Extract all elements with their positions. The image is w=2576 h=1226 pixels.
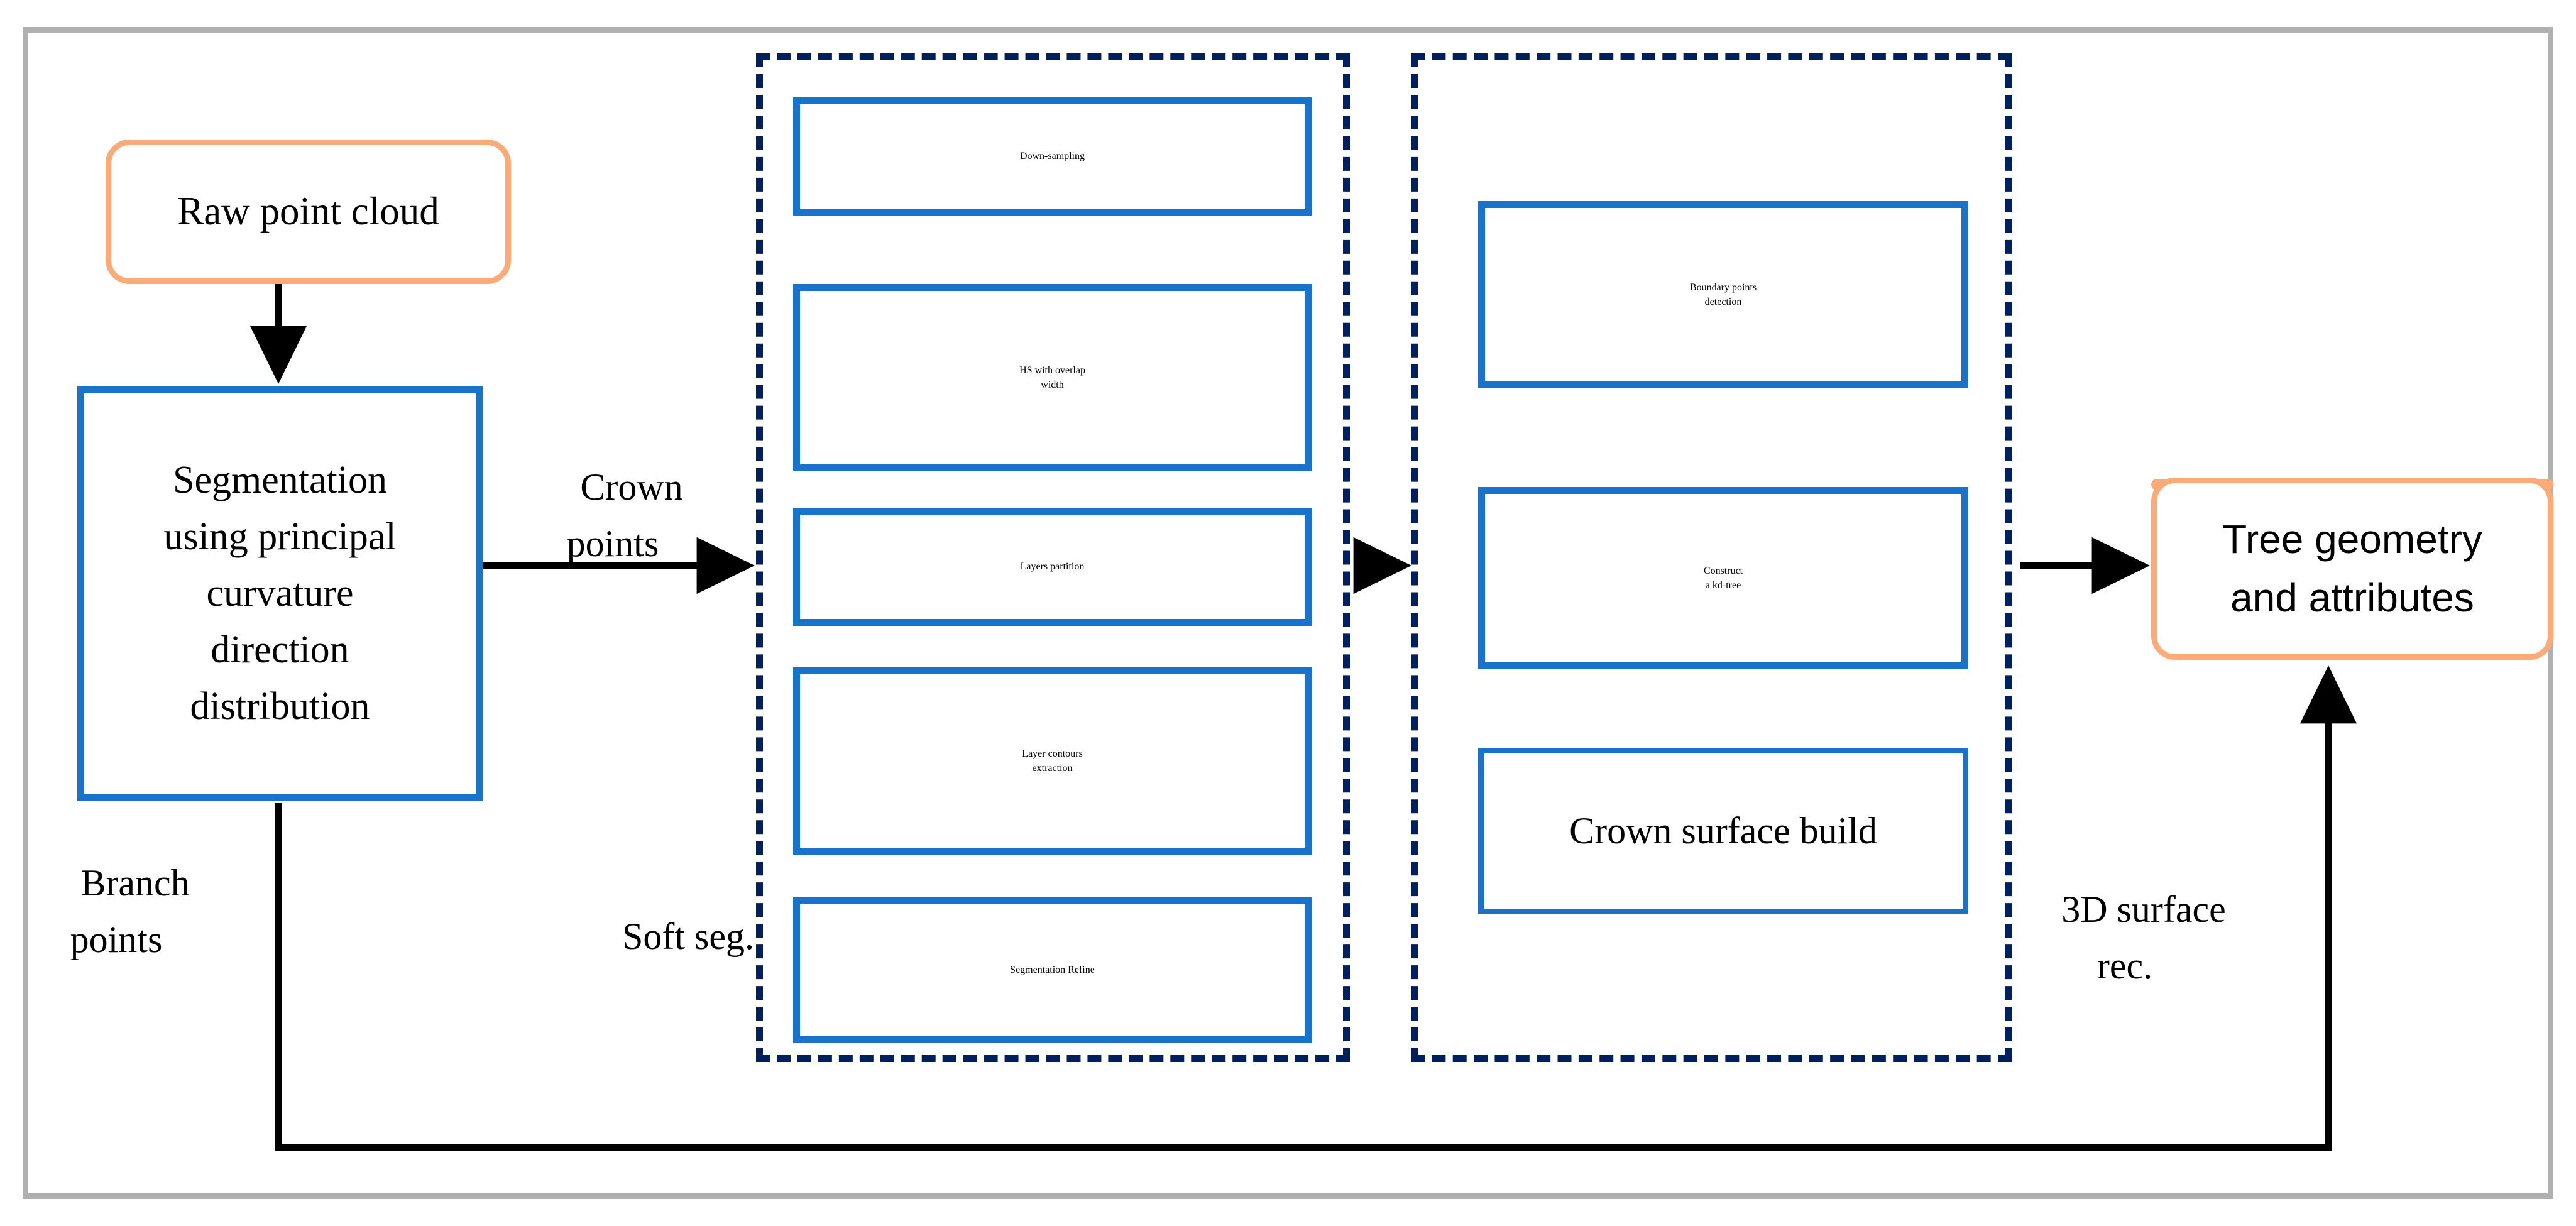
node-segmentation-principal-curvature[interactable]: Segmentation using principal curvature d… [77, 386, 483, 801]
step-construct-a-kd-tree-label: Construct a kd-tree [1703, 565, 1743, 591]
edge-label-crown-points-text: Crown points [566, 466, 683, 564]
node-raw-point-cloud[interactable]: Raw point cloud [106, 140, 511, 284]
edge-label-soft-seg: Soft seg. [553, 851, 754, 1021]
edge-label-branch-points-text: Branch points [70, 862, 190, 960]
step-down-sampling-label: Down-sampling [1019, 151, 1085, 162]
node-output-tree-geometry[interactable]: Tree geometry and attributes [2151, 478, 2553, 660]
step-boundary-points-detection-label: Boundary points detection [1689, 282, 1757, 307]
step-construct-a-kd-tree[interactable]: Construct a kd-tree [1478, 487, 1968, 669]
step-layer-contours-extraction-label: Layer contours extraction [1022, 748, 1083, 774]
node-segmentation-label: Segmentation using principal curvature d… [163, 459, 397, 728]
edge-label-3d-surface-rec: 3D surface rec. [2021, 824, 2228, 1051]
edge-label-branch-points: Branch points [13, 798, 220, 1024]
step-crown-surface-build-label: Crown surface build [1569, 810, 1877, 851]
step-segmentation-refine[interactable]: Segmentation Refine [793, 897, 1312, 1043]
step-crown-surface-build[interactable]: Crown surface build [1478, 748, 1968, 914]
edge-label-crown-points: Crown points [509, 402, 716, 628]
step-down-sampling[interactable]: Down-sampling [793, 97, 1312, 216]
edge-label-3d-surface-rec-text: 3D surface rec. [2061, 889, 2226, 987]
step-boundary-points-detection[interactable]: Boundary points detection [1478, 201, 1968, 388]
step-hs-with-overlap-width[interactable]: HS with overlap width [793, 284, 1312, 471]
step-hs-with-overlap-width-label: HS with overlap width [1019, 364, 1085, 390]
edge-label-soft-seg-text: Soft seg. [622, 916, 754, 957]
step-layers-partition-label: Layers partition [1020, 561, 1085, 572]
node-output-tree-geometry-label: Tree geometry and attributes [2222, 517, 2482, 620]
node-raw-point-cloud-label: Raw point cloud [177, 189, 439, 234]
step-layer-contours-extraction[interactable]: Layer contours extraction [793, 667, 1312, 855]
step-segmentation-refine-label: Segmentation Refine [1010, 965, 1095, 976]
step-layers-partition[interactable]: Layers partition [793, 508, 1312, 626]
